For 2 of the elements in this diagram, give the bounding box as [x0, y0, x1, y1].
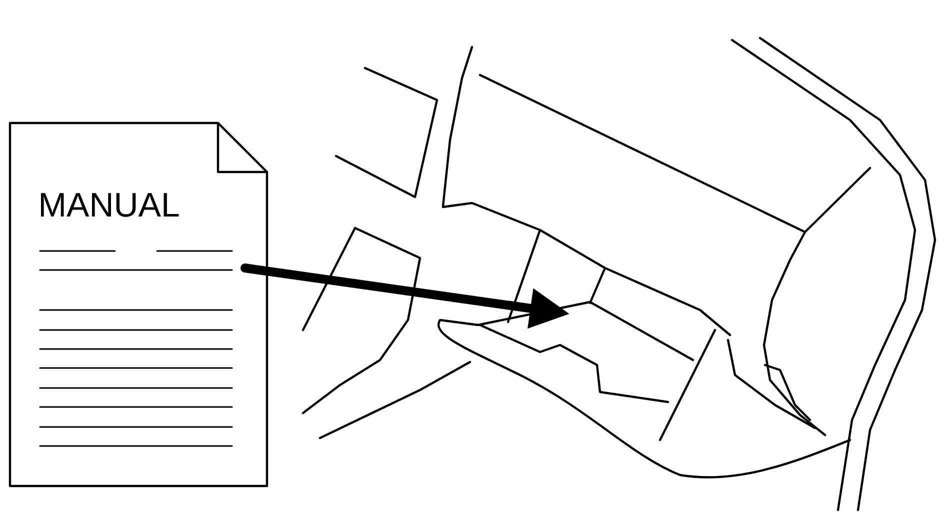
glove-box: [437, 300, 852, 478]
document-drawing: MANUAL: [8, 122, 268, 488]
